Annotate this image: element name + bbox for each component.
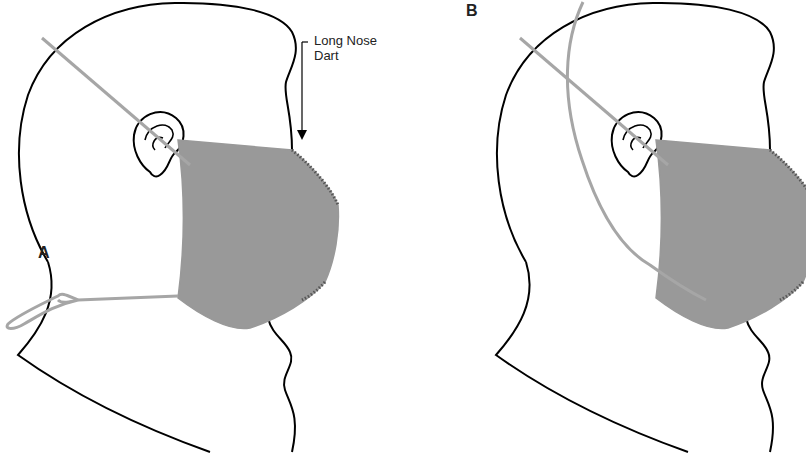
arrowhead: [297, 130, 307, 140]
figure-letter: B: [466, 2, 478, 20]
head-a: [18, 3, 338, 452]
tie-bow: [7, 294, 78, 328]
upper-tie: [42, 38, 190, 165]
leader-line: [301, 42, 302, 138]
figure-letter: A: [38, 244, 50, 262]
upper-tie: [520, 38, 668, 165]
head-b: [496, 3, 806, 452]
over-head-tie: [567, 2, 706, 300]
lower-tie: [78, 296, 178, 300]
callout-label: Long Nose Dart: [314, 34, 394, 64]
leader-tick: [302, 41, 308, 42]
